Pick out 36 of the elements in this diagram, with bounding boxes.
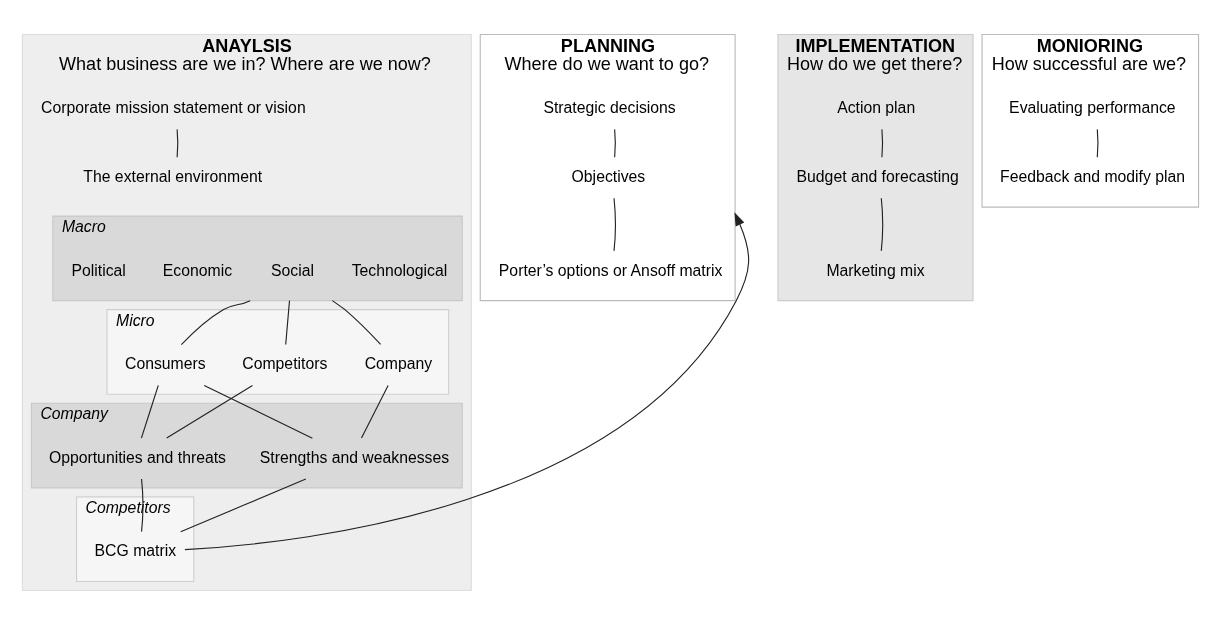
connector — [180, 477, 307, 532]
node-text: Marketing mix — [826, 261, 925, 279]
node-text: Action plan — [837, 98, 916, 116]
node-text: Social — [271, 261, 315, 279]
node-text: Economic — [162, 261, 233, 279]
connector — [331, 299, 382, 345]
connector — [880, 197, 884, 251]
node-text: Objectives — [571, 167, 646, 185]
node-text: The external environment — [83, 167, 263, 185]
node-text: Political — [71, 261, 126, 279]
node-text: Strategic decisions — [543, 98, 676, 116]
node-text: Corporate mission statement or vision — [41, 98, 306, 116]
node-text: Feedback and modify plan — [1000, 167, 1186, 185]
connector — [285, 299, 291, 345]
connector — [203, 384, 313, 439]
connector — [140, 384, 159, 439]
connector — [140, 477, 144, 532]
node-text: Consumers — [125, 354, 206, 372]
connector — [166, 384, 254, 439]
node-text: Budget and forecasting — [796, 167, 959, 185]
connector — [881, 128, 884, 158]
node-text: Porter’s options or Ansoff matrix — [498, 261, 723, 279]
connector — [180, 299, 251, 345]
node-text: Company — [364, 354, 433, 372]
connector — [176, 128, 179, 158]
connector — [613, 197, 616, 251]
connector — [1096, 128, 1099, 158]
node-text: BCG matrix — [94, 541, 177, 559]
node-text: Technological — [351, 261, 448, 279]
connector — [360, 384, 389, 439]
arrow — [184, 211, 750, 550]
node-text: Opportunities and threats — [48, 448, 226, 466]
node-text: Strengths and weaknesses — [259, 448, 450, 466]
node-text: Competitors — [242, 354, 328, 372]
connector — [614, 128, 616, 158]
node-text: Evaluating performance — [1009, 98, 1176, 116]
